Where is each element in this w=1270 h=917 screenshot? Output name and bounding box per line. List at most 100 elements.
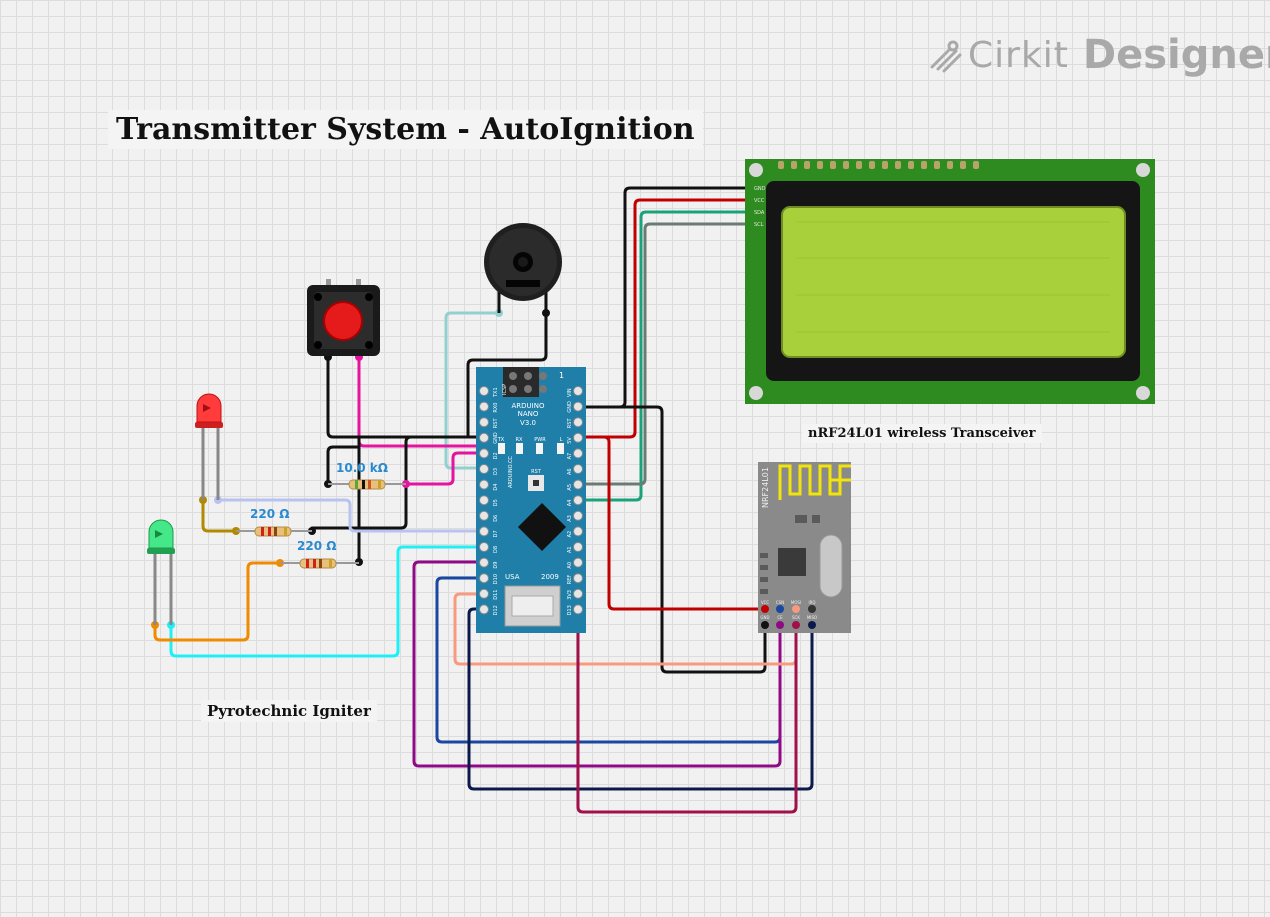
nano-pin-d5[interactable]: [479, 495, 489, 506]
nano-pin-label: 5V: [567, 437, 573, 444]
resistor-green-led[interactable]: [280, 558, 359, 569]
lcd-header-pad: [973, 161, 979, 169]
nrf-pin-label: GND: [760, 615, 769, 620]
resistor-pulldown-label: 10.0 kΩ: [336, 461, 388, 475]
lcd-display[interactable]: [745, 159, 1155, 404]
nano-pin-5v[interactable]: [573, 432, 583, 443]
lcd-header-pad: [778, 161, 784, 169]
wire-lcd-scl[interactable]: [576, 222, 752, 486]
red-led[interactable]: [195, 393, 223, 500]
lcd-header-pad: [830, 161, 836, 169]
nano-pin-d7[interactable]: [479, 526, 489, 537]
wire-pulldown-gnd[interactable]: [310, 482, 408, 530]
wire-gnd-bus[interactable]: [404, 435, 486, 486]
wire-green-led-anode[interactable]: [153, 561, 282, 642]
nrf24l01-module[interactable]: [758, 462, 851, 633]
nrf-pin-label: MOSI: [791, 600, 801, 605]
nano-led-tx: TX: [497, 437, 505, 443]
cirkit-logo-icon: [930, 40, 962, 73]
lcd-header-pad: [843, 161, 849, 169]
transceiver-label: nRF24L01 wireless Transceiver: [802, 424, 1042, 443]
nano-pin-a6[interactable]: [573, 464, 583, 474]
nano-pin-label: D8: [493, 546, 499, 553]
nano-pin-ref[interactable]: [573, 573, 583, 584]
wire-lcd-vcc[interactable]: [576, 198, 752, 439]
nano-pin-label: D4: [493, 484, 499, 491]
nano-pin-a3[interactable]: [573, 510, 583, 521]
nano-pin-a5[interactable]: [573, 479, 583, 490]
nano-pin-label: A6: [567, 468, 573, 475]
nano-pin-d10[interactable]: [479, 573, 489, 584]
nano-pin-d2[interactable]: [479, 448, 489, 459]
wire-pulldown-left[interactable]: [326, 445, 361, 486]
nano-pin-d11[interactable]: [479, 588, 489, 599]
wire-button-gnd[interactable]: [326, 355, 486, 439]
wire-button-d2[interactable]: [357, 355, 486, 448]
nano-pin-gnd[interactable]: [479, 432, 489, 443]
nano-pin-d12[interactable]: [479, 604, 489, 615]
nano-pin-rst[interactable]: [479, 417, 489, 428]
nano-pin-label: A2: [567, 531, 573, 538]
wire-nrf-sck[interactable]: [576, 607, 798, 814]
nano-pin-label: A7: [567, 453, 573, 460]
nano-pin-a4[interactable]: [573, 495, 583, 506]
lcd-header-pad: [908, 161, 914, 169]
nano-pin-rst[interactable]: [573, 417, 583, 428]
lcd-header-pad: [960, 161, 966, 169]
nano-pin-label: D5: [493, 499, 499, 506]
nano-pin-label: RX0: [493, 403, 499, 413]
nano-pin-label: RST: [567, 418, 573, 429]
nano-pin-label: D11: [493, 590, 499, 600]
wire-buzzer-signal[interactable]: [444, 311, 501, 470]
push-button[interactable]: [307, 279, 380, 356]
nano-name-2: NANO: [518, 410, 539, 418]
nano-pin-d9[interactable]: [479, 557, 489, 568]
nano-pin-d8[interactable]: [479, 542, 489, 552]
lcd-pin-label: VCC: [754, 198, 765, 204]
nano-pin-label: D13: [567, 605, 573, 615]
resistor-red-led[interactable]: [236, 526, 312, 537]
nano-pin-gnd[interactable]: [573, 401, 583, 412]
lcd-pin-label: SCL: [754, 222, 764, 228]
nano-pin-a7[interactable]: [573, 448, 583, 459]
nano-pin-d3[interactable]: [479, 464, 489, 474]
wire-nrf-miso[interactable]: [467, 607, 814, 791]
nano-pin-3v3[interactable]: [573, 588, 583, 599]
wire-red-led-d7[interactable]: [216, 498, 486, 533]
nano-pin-label: A0: [567, 562, 573, 569]
nano-pin-label: D12: [493, 605, 499, 615]
green-led[interactable]: [147, 519, 175, 625]
wire-nrf-vcc[interactable]: [576, 435, 767, 611]
nano-pin-a2[interactable]: [573, 526, 583, 537]
lcd-header-pad: [934, 161, 940, 169]
igniter-label: Pyrotechnic Igniter: [201, 700, 377, 722]
wire-pulldown-d2[interactable]: [404, 451, 486, 486]
buzzer[interactable]: [484, 223, 562, 313]
nano-pin-vin[interactable]: [573, 386, 583, 396]
nano-pin-d13[interactable]: [573, 604, 583, 615]
nano-pin-d6[interactable]: [479, 510, 489, 521]
wire-red-led-anode[interactable]: [201, 498, 238, 533]
wire-lcd-gnd[interactable]: [576, 186, 752, 409]
nano-pin-label: A1: [567, 546, 573, 553]
wire-buzzer-gnd[interactable]: [466, 311, 548, 439]
wire-nrf-ce[interactable]: [412, 560, 782, 768]
nano-pin-a0[interactable]: [573, 557, 583, 568]
nano-pin-rx0[interactable]: [479, 401, 489, 412]
nano-pin-label: A3: [567, 515, 573, 522]
wire-lcd-sda[interactable]: [576, 210, 752, 502]
nano-pin-d4[interactable]: [479, 479, 489, 490]
nano-pin-tx1[interactable]: [479, 386, 489, 396]
nano-brand-vertical: ARDUINO.CC: [508, 456, 514, 488]
lcd-header-pad: [921, 161, 927, 169]
nano-pin-a1[interactable]: [573, 542, 583, 552]
nano-pin-label: D6: [493, 515, 499, 522]
wire-nrf-gnd[interactable]: [576, 405, 767, 674]
resistor-pulldown[interactable]: [328, 479, 406, 490]
nano-pin-label: REF: [567, 575, 573, 585]
wire-green-led-d8[interactable]: [169, 545, 486, 658]
resistor-red-led-label: 220 Ω: [250, 507, 289, 521]
